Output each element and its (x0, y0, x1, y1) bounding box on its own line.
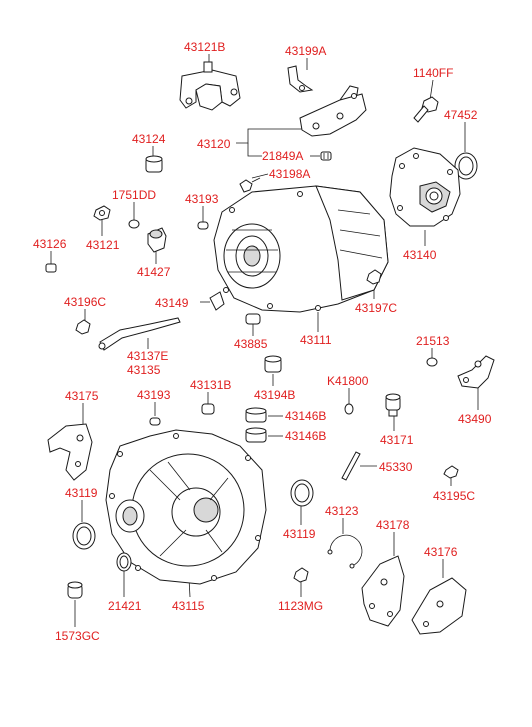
bushing-43124-icon (145, 155, 163, 173)
bracket-43121b-icon (179, 61, 241, 111)
bolt-43121-icon (93, 205, 111, 221)
label-43195C: 43195C (433, 489, 475, 503)
label-43135: 43135 (127, 363, 161, 377)
bushing-43194b-icon (264, 355, 282, 373)
boot-41427-icon (147, 227, 167, 253)
label-43137E: 43137E (127, 349, 168, 363)
label-1751DD: 1751DD (112, 188, 156, 202)
bolt-43195c-icon (443, 465, 459, 479)
sensor-43171-icon (385, 393, 401, 417)
bolt-1140ff-icon (413, 96, 439, 123)
label-43140: 43140 (403, 248, 437, 262)
snap-ring-43123-icon (327, 534, 363, 569)
clip-45330-icon (341, 451, 361, 481)
label-43146B-lower: 43146B (285, 429, 326, 443)
rear-cover-43140-icon (389, 147, 461, 227)
label-43194B: 43194B (254, 388, 295, 402)
cap-1573gc-icon (67, 581, 83, 599)
label-43119-right: 43119 (283, 527, 316, 541)
seal-ring-21421-icon (116, 552, 132, 572)
bolt-43198a-icon (239, 177, 261, 193)
label-1573GC: 1573GC (55, 629, 100, 643)
bracket-43175-icon (47, 423, 93, 481)
label-43146B-upper: 43146B (285, 409, 326, 423)
bushing-43885-icon (245, 313, 261, 325)
bolt-43196c-icon (75, 319, 91, 335)
bushing-43146b-lower-icon (245, 427, 267, 443)
pin-21849a-icon (320, 151, 332, 161)
plug-43131b-icon (201, 403, 215, 415)
washer-21513-icon (426, 357, 438, 367)
label-43199A: 43199A (285, 44, 326, 58)
label-K41800: K41800 (327, 374, 369, 388)
label-43198A: 43198A (269, 167, 310, 181)
label-43197C: 43197C (355, 301, 397, 315)
label-43490: 43490 (458, 412, 492, 426)
plug-43126-icon (45, 263, 57, 273)
bushing-43146b-upper-icon (245, 407, 267, 423)
label-21421: 21421 (108, 599, 142, 613)
label-43178: 43178 (376, 518, 410, 532)
seal-47452-icon (454, 152, 478, 180)
part-labels: 43121B 43199A 1140FF 43124 43120 21849A … (33, 40, 492, 643)
bolt-1123mg-icon (293, 567, 309, 583)
label-43123: 43123 (325, 504, 359, 518)
washer-1751dd-icon (128, 219, 140, 229)
label-41427: 41427 (137, 265, 171, 279)
shift-rod-43137e-icon (98, 317, 181, 351)
dowel-43193-upper-icon (197, 221, 209, 230)
label-43131B: 43131B (190, 378, 231, 392)
label-43175: 43175 (65, 389, 99, 403)
label-43121: 43121 (86, 238, 120, 252)
label-43149: 43149 (155, 296, 189, 310)
label-43193-lower: 43193 (137, 388, 171, 402)
label-43885: 43885 (234, 337, 268, 351)
bolt-43197c-icon (366, 269, 382, 285)
seal-43119-left-icon (72, 522, 96, 550)
label-43171: 43171 (380, 433, 414, 447)
label-43124: 43124 (132, 132, 166, 146)
label-43115: 43115 (172, 599, 205, 613)
label-21513: 21513 (416, 334, 450, 348)
dowel-43193-lower-icon (149, 417, 161, 426)
bracket-plate-43120-icon (299, 85, 367, 137)
label-45330: 45330 (379, 460, 413, 474)
label-21849A: 21849A (262, 149, 303, 163)
label-43121B: 43121B (184, 40, 225, 54)
bracket-43178-icon (361, 555, 405, 627)
seal-43119-right-icon (290, 479, 314, 507)
label-43193: 43193 (185, 192, 219, 206)
bracket-43199a-icon (287, 65, 314, 93)
label-47452: 47452 (444, 108, 478, 122)
label-1123MG: 1123MG (278, 599, 323, 613)
label-43196C: 43196C (64, 295, 106, 309)
bracket-43149-icon (209, 291, 225, 311)
label-43120: 43120 (197, 137, 231, 151)
washer-k41800-icon (344, 403, 354, 415)
transmission-case-43111-icon (213, 185, 389, 313)
label-1140FF: 1140FF (413, 66, 453, 80)
label-43126: 43126 (33, 237, 67, 251)
label-43119-left: 43119 (65, 486, 98, 500)
label-43176: 43176 (424, 545, 458, 559)
label-43111: 43111 (300, 333, 332, 347)
bracket-43176-icon (411, 577, 467, 635)
clutch-housing-43115-icon (105, 429, 267, 585)
bracket-43490-icon (457, 355, 495, 389)
